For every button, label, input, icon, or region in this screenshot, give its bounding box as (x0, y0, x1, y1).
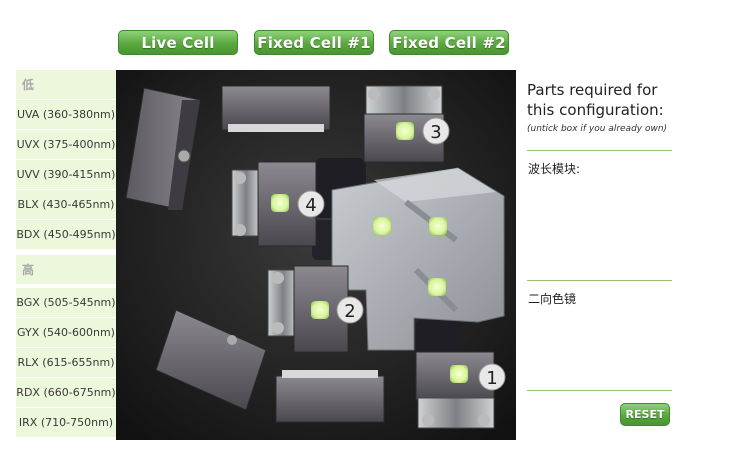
configuration-photo: 3 4 2 1 (116, 70, 516, 440)
module-position-1 (415, 351, 495, 429)
spare-module-top (221, 85, 331, 132)
wavelength-item-rlx[interactable]: RLX (615-655nm) (16, 348, 116, 378)
led-position-2 (311, 301, 329, 319)
fixed-cell-1-button[interactable]: Fixed Cell #1 (254, 30, 374, 55)
wavelength-item-uva[interactable]: UVA (360-380nm) (16, 100, 116, 130)
position-badge-2: 2 (336, 296, 364, 324)
light-engine-illustration: 3 4 2 1 (116, 70, 516, 440)
low-header: 低 (16, 70, 116, 100)
led-position-4 (271, 194, 289, 212)
dichroic-label: 二向色镜 (528, 292, 577, 306)
wavelength-list: 低 UVA (360-380nm) UVX (375-400nm) UVV (3… (16, 70, 116, 440)
position-badge-1: 1 (478, 363, 506, 391)
led-dichroic-bottom (428, 278, 446, 296)
svg-text:3: 3 (430, 122, 441, 143)
fixed-cell-2-button[interactable]: Fixed Cell #2 (389, 30, 509, 55)
svg-text:1: 1 (486, 368, 497, 389)
spare-module-top-left (125, 87, 201, 211)
wavelength-item-irx[interactable]: IRX (710-750nm) (16, 408, 116, 438)
svg-text:4: 4 (305, 195, 316, 216)
wavelength-item-rdx[interactable]: RDX (660-675nm) (16, 378, 116, 408)
wavelength-item-uvv[interactable]: UVV (390-415nm) (16, 160, 116, 190)
wavelength-item-bgx[interactable]: BGX (505-545nm) (16, 288, 116, 318)
high-header: 高 (16, 255, 116, 285)
separator-1 (527, 150, 672, 151)
dichroic-housing (312, 158, 505, 360)
wavelength-item-gyx[interactable]: GYX (540-600nm) (16, 318, 116, 348)
parts-title: Parts required for this configuration: (527, 81, 664, 119)
svg-text:2: 2 (344, 301, 355, 322)
separator-3 (527, 390, 672, 391)
spare-module-bottom-left (155, 309, 267, 411)
reset-button[interactable]: RESET (620, 403, 670, 426)
wavelength-item-uvx[interactable]: UVX (375-400nm) (16, 130, 116, 160)
wavelength-item-blx[interactable]: BLX (430-465nm) (16, 190, 116, 220)
wavelength-item-bdx[interactable]: BDX (450-495nm) (16, 220, 116, 250)
spare-module-bottom (275, 370, 385, 423)
led-dichroic-left (373, 217, 391, 235)
separator-2 (527, 280, 672, 281)
position-badge-4: 4 (297, 190, 325, 218)
live-cell-button[interactable]: Live Cell (118, 30, 238, 55)
led-dichroic-right (429, 217, 447, 235)
wavelength-module-label: 波长模块: (528, 162, 581, 176)
position-badge-3: 3 (422, 117, 450, 145)
led-position-3 (396, 122, 414, 140)
led-position-1 (450, 365, 468, 383)
parts-subtitle: (untick box if you already own) (527, 124, 668, 134)
